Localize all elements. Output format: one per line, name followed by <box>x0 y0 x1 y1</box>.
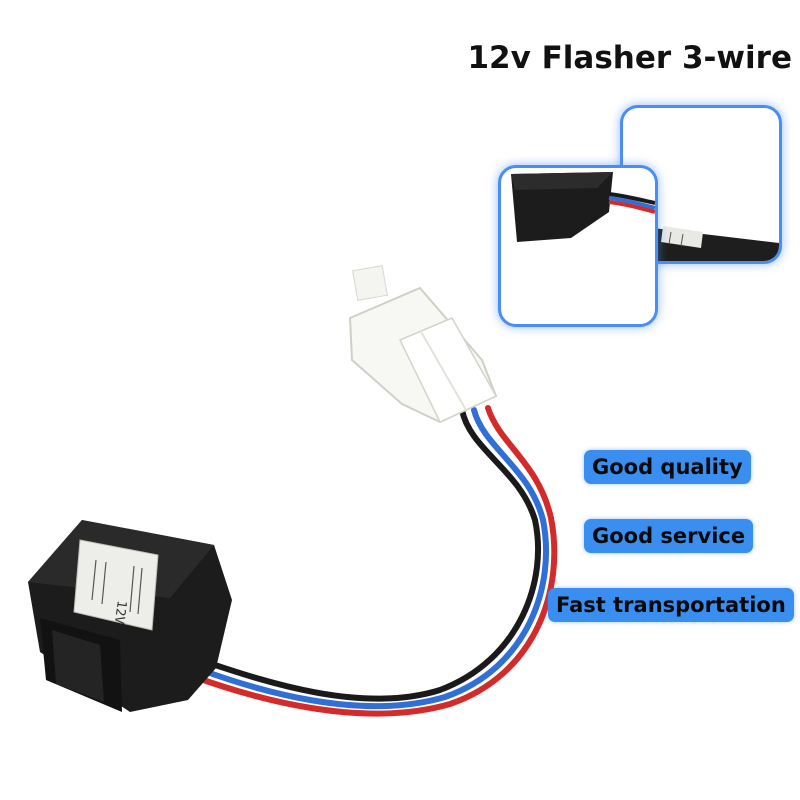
wire-detail-image <box>511 172 655 242</box>
detail-inset-front <box>498 165 658 327</box>
badge-good-service: Good service <box>584 519 754 553</box>
relay-label <box>73 539 159 631</box>
connector-plug <box>348 265 498 424</box>
relay-detail-image <box>643 226 779 261</box>
flasher-relay: 12V <box>28 520 232 712</box>
badge-fast-transportation: Fast transportation <box>548 588 794 622</box>
blue-wire <box>193 407 549 710</box>
black-wire <box>197 407 541 702</box>
badge-good-quality: Good quality <box>584 450 751 484</box>
relay-voltage-label: 12V <box>111 599 129 625</box>
red-wire <box>189 405 558 717</box>
product-title: 12v Flasher 3-wire <box>467 40 792 76</box>
wire-harness <box>189 405 558 717</box>
